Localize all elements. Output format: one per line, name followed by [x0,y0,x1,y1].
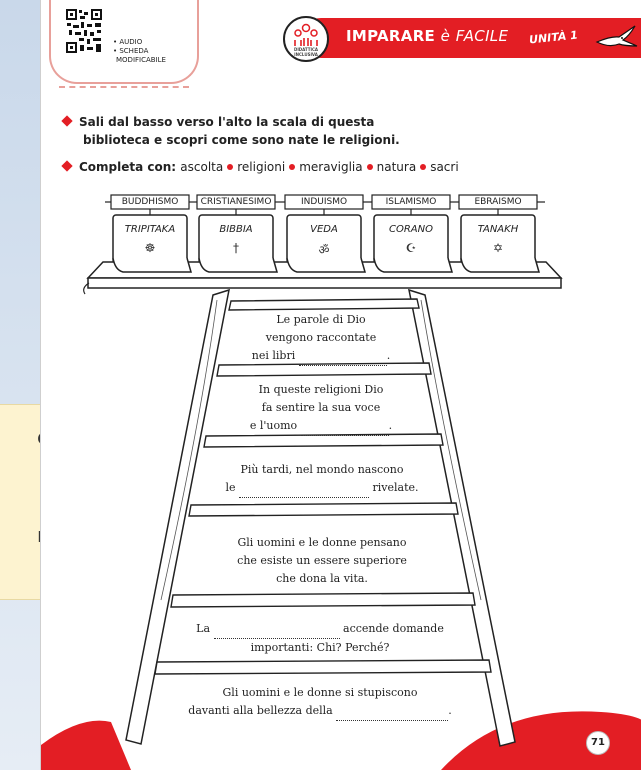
om-icon: ॐ [318,243,330,257]
book-label: INDUISMO [300,197,348,207]
page-number: 71 [586,731,610,755]
blank-field[interactable] [336,702,449,721]
swallow-icon [595,25,638,47]
ladder-step-3: Più tardi, nel mondo nascono le rivelate… [201,461,443,498]
blank-field[interactable] [213,620,340,639]
book-title: BIBBIA [219,224,253,235]
inclusive-logo: DIDATTICA INCLUSIVA [283,16,329,62]
cross-icon: † [233,241,239,255]
title-banner [301,18,641,58]
blank-field[interactable] [298,347,387,366]
ladder-step-6: Gli uomini e le donne si stupiscono dava… [147,684,493,721]
book-title: TRIPITAKA [124,224,176,235]
qr-code-icon[interactable] [65,8,103,54]
ladder-step-1: Le parole di Dio vengono raccontate nei … [226,311,416,366]
people-icon [294,23,318,46]
book-label: CRISTIANESIMO [200,197,272,207]
blank-field[interactable] [239,479,369,498]
book-title: CORANO [389,224,433,235]
page-background [0,0,40,770]
book-title: VEDA [310,224,338,235]
instruction-1-cont: biblioteca e scopri come sono nate le re… [83,133,400,147]
book-label: EBRAISMO [474,197,522,207]
crescent-icon: ☪ [405,241,417,255]
book-title: TANAKH [477,224,519,235]
dharma-wheel-icon: ☸ [144,241,156,255]
instruction-1: Sali dal basso verso l'alto la scala di … [61,113,374,131]
book-page: • AUDIO • SCHEDA MODIFICABILE DIDATTICA … [40,0,641,770]
qr-box[interactable]: • AUDIO • SCHEDA MODIFICABILE [49,0,199,88]
blank-field[interactable] [300,417,389,436]
book-label: ISLAMISMO [385,197,437,207]
ladder-step-2: In queste religioni Dio fa sentire la su… [213,381,429,436]
qr-labels: • AUDIO • SCHEDA MODIFICABILE [113,38,166,64]
book-label: BUDDHISMO [121,197,179,207]
ladder-step-5: La accende domande importanti: Chi? Perc… [196,620,444,654]
banner-title: IMPARARE è FACILE [346,27,509,45]
star-of-david-icon: ✡ [492,241,504,255]
ladder-step-4: Gli uomini e le donne pensano che esiste… [237,536,407,585]
library-ladder-illustration [41,194,641,770]
